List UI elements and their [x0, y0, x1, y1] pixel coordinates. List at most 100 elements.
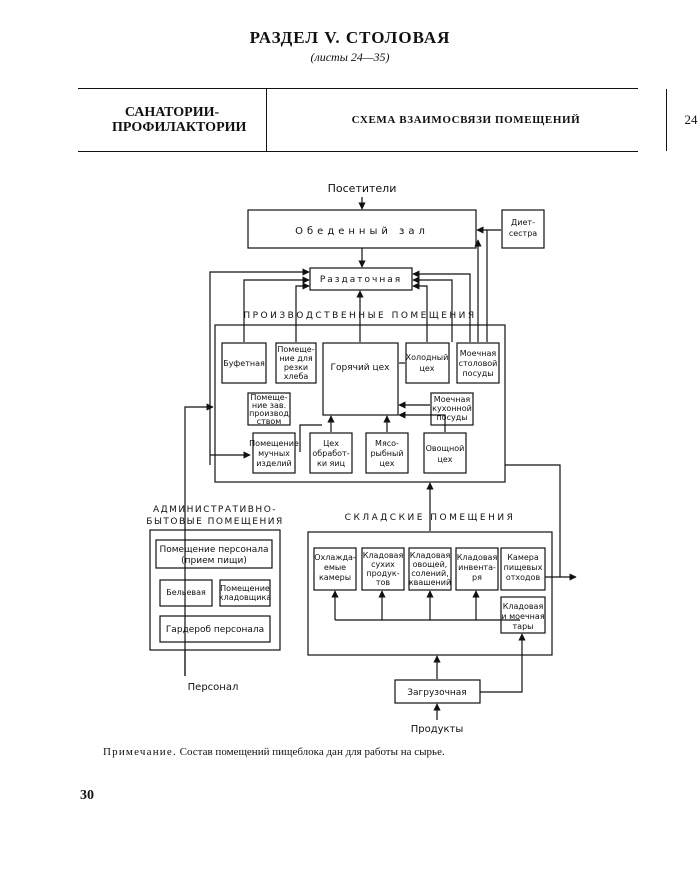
sheet-number: 24 — [684, 112, 698, 127]
dietsister-label-1: Диет- — [511, 218, 535, 227]
hot-shop-label: Горячий цех — [331, 363, 391, 373]
kitchenware-wash-label-2: кухонной — [432, 404, 472, 413]
container-store-label-2: и моечная — [501, 612, 544, 621]
inventory-store-label-2: инвента- — [458, 563, 496, 572]
dry-store-label-1: Кладовая — [363, 551, 404, 560]
visitors-label: Посетители — [328, 182, 397, 195]
box-inventory-store — [455, 547, 499, 591]
products-label: Продукты — [411, 724, 464, 735]
box-veg-store — [408, 547, 452, 591]
flour-room-label-3: изделий — [256, 459, 291, 468]
box-container-store — [500, 596, 546, 634]
flour-room-label-2: мучных — [258, 449, 290, 458]
wardrobe-label: Гардероб персонала — [166, 625, 264, 635]
box-cold-shop — [405, 342, 450, 384]
sheets-range: (листы 24—35) — [310, 50, 390, 64]
box-kitchenware-wash — [430, 392, 474, 426]
box-staff-room — [155, 539, 273, 569]
container-store-label-3: тары — [513, 622, 534, 631]
egg-shop-label-3: ки яиц — [317, 459, 346, 468]
box-vegetable-shop — [423, 432, 467, 474]
dining-hall-label: Обеденный зал — [295, 226, 429, 237]
veg-store-label-3: солений, — [411, 569, 449, 578]
box-serving — [309, 267, 413, 291]
box-dry-store — [361, 547, 405, 591]
serving-label: Раздаточная — [320, 275, 402, 285]
storage-group-label: СКЛАДСКИЕ ПОМЕЩЕНИЯ — [345, 513, 516, 523]
dietsister-label-2: сестра — [509, 229, 537, 238]
flour-room-label-1: Помещение — [249, 439, 299, 448]
box-cleaner-room — [219, 579, 271, 607]
vegetable-shop-label-2: цех — [437, 455, 452, 464]
manager-room-label-1: Помеще- — [250, 393, 287, 402]
page-number: 30 — [80, 788, 94, 803]
box-tableware-wash — [456, 342, 500, 384]
bread-label-3: резки — [284, 363, 308, 372]
inventory-store-label-3: ря — [472, 573, 482, 582]
egg-shop-label-2: обработ- — [312, 449, 349, 458]
inventory-store-label-1: Кладовая — [457, 553, 498, 562]
dry-store-label-3: продук- — [366, 569, 399, 578]
cold-shop-label-1: Холодный — [406, 353, 449, 362]
vegetable-shop-label-1: Овощной — [426, 444, 465, 453]
footnote: Примечание. Состав помещений пищеблока д… — [103, 746, 445, 758]
manager-room-label-3: производ — [249, 409, 289, 418]
box-chilled — [313, 547, 357, 591]
tableware-wash-label-3: посуды — [462, 369, 493, 378]
dry-store-label-2: сухих — [371, 560, 395, 569]
title-block: САНАТОРИИ-ПРОФИЛАКТОРИИ СХЕМА ВЗАИМОСВЯЗ… — [78, 88, 698, 152]
meat-fish-label-1: Мясо- — [375, 439, 399, 448]
loading-label: Загрузочная — [407, 688, 466, 698]
veg-store-label-1: Кладовая — [410, 551, 451, 560]
meat-fish-label-2: рыбный — [370, 449, 403, 458]
staff-room-label-2: (прием пищи) — [181, 556, 247, 566]
building-type: САНАТОРИИ-ПРОФИЛАКТОРИИ — [78, 89, 267, 151]
meat-fish-label-3: цех — [379, 459, 394, 468]
group-admin — [149, 529, 281, 651]
box-linen — [159, 579, 213, 607]
tableware-wash-label-1: Моечная — [460, 349, 497, 358]
buffet-label: Буфетная — [223, 359, 265, 368]
kitchenware-wash-label-3: посуды — [436, 413, 467, 422]
box-egg-shop — [309, 432, 353, 474]
box-dietsister — [501, 209, 545, 249]
box-meat-fish-shop — [365, 432, 409, 474]
cold-shop-label-2: цех — [419, 364, 434, 373]
box-flour-room — [252, 432, 296, 474]
box-bread — [275, 342, 317, 384]
kitchenware-wash-label-1: Моечная — [434, 395, 471, 404]
manager-room-label-4: ством — [257, 417, 282, 426]
box-wardrobe — [159, 615, 271, 643]
box-manager-room — [247, 392, 291, 426]
bread-label-2: ние для — [279, 354, 313, 363]
cleaner-room-label-2: кладовщика — [219, 593, 272, 602]
waste-label-1: Камера — [507, 553, 539, 562]
chilled-label-1: Охлажда- — [314, 553, 356, 562]
waste-label-2: пищевых — [504, 563, 543, 572]
bread-label-4: хлеба — [284, 372, 309, 381]
sheet-title: СХЕМА ВЗАИМОСВЯЗИ ПОМЕЩЕНИЙ — [266, 89, 667, 151]
veg-store-label-2: овощей, — [413, 560, 448, 569]
box-buffet — [221, 342, 267, 384]
manager-room-label-2: ние зав. — [252, 401, 286, 410]
admin-group-label-1: АДМИНИСТРАТИВНО- — [153, 505, 277, 515]
footnote-label: Примечание. — [103, 746, 177, 758]
chilled-label-2: емые — [324, 563, 346, 572]
section-title: РАЗДЕЛ V. СТОЛОВАЯ — [249, 28, 451, 47]
group-storage — [307, 531, 553, 656]
linen-label: Бельевая — [166, 588, 206, 597]
admin-group-label-2: БЫТОВЫЕ ПОМЕЩЕНИЯ — [146, 517, 283, 527]
tableware-wash-label-2: столовой — [459, 359, 498, 368]
dry-store-label-4: тов — [376, 578, 391, 587]
staff-room-label-1: Помещение персонала — [159, 545, 268, 555]
container-store-label-1: Кладовая — [503, 602, 544, 611]
egg-shop-label-1: Цех — [323, 439, 339, 448]
chilled-label-3: камеры — [319, 573, 351, 582]
footnote-text: Состав помещений пищеблока дан для работ… — [179, 746, 445, 758]
waste-label-3: отходов — [506, 573, 541, 582]
box-waste — [500, 547, 546, 591]
production-group-label: ПРОИЗВОДСТВЕННЫЕ ПОМЕЩЕНИЯ — [243, 311, 476, 321]
box-hot-shop — [322, 342, 399, 416]
veg-store-label-4: квашений — [409, 578, 451, 587]
